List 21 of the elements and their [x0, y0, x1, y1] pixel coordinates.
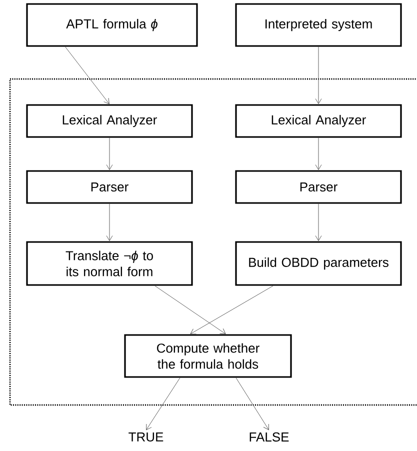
arrow [106, 204, 113, 241]
process-box: APTL formula ϕ [26, 3, 198, 47]
arrow [154, 286, 226, 334]
result-label: FALSE [250, 432, 289, 442]
arrow [190, 286, 274, 334]
arrow [315, 46, 322, 104]
arrow [315, 138, 322, 170]
process-box: Lexical Analyzer [235, 104, 402, 138]
process-box: Compute whether the formula holds [124, 334, 292, 378]
process-box: Build OBDD parameters [235, 241, 402, 286]
process-box: Parser [235, 170, 402, 204]
arrow [315, 204, 322, 241]
arrow [65, 46, 110, 104]
result-label: TRUE [128, 432, 164, 442]
process-box: Parser [26, 170, 193, 204]
process-box: Interpreted system [235, 3, 402, 47]
arrow [106, 138, 113, 170]
arrow [236, 378, 269, 430]
arrow [146, 378, 180, 430]
process-box: Lexical Analyzer [26, 104, 193, 138]
process-box: Translate ¬ϕ to its normal form [26, 241, 193, 286]
